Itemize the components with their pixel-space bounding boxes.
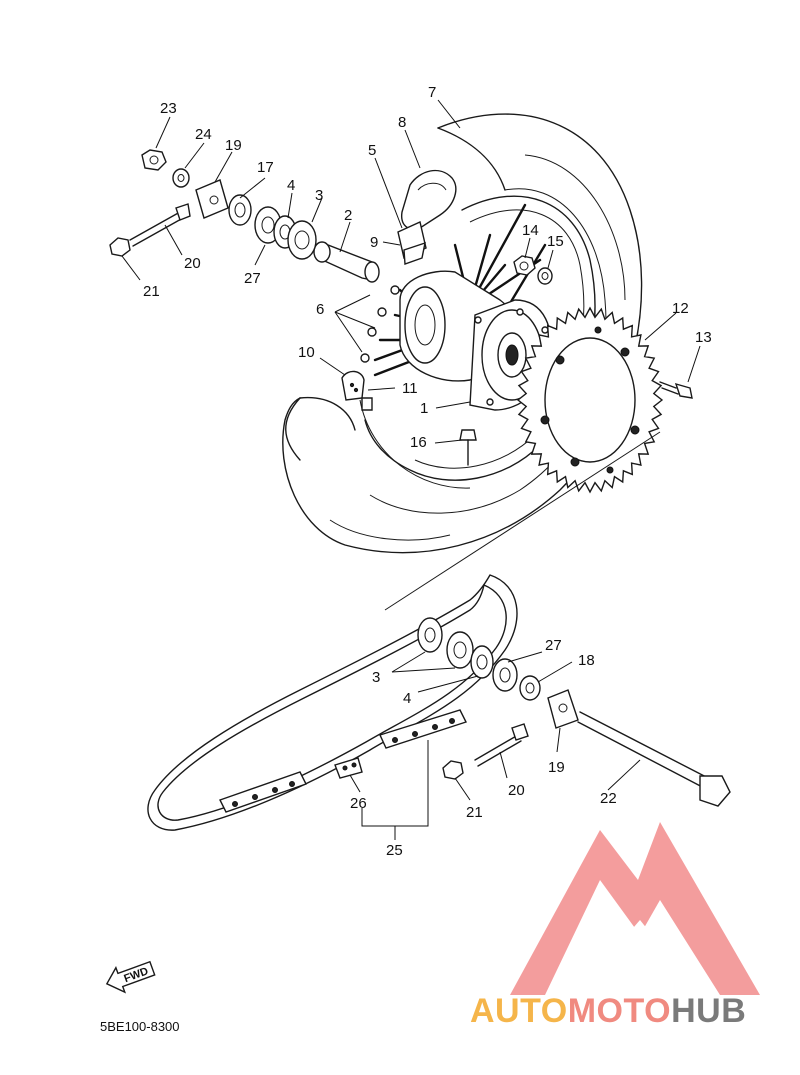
callout-16: 16	[410, 434, 427, 451]
callout-18: 18	[578, 652, 595, 669]
callout-23: 23	[160, 100, 177, 117]
callout-27-left: 27	[244, 270, 261, 287]
callout-6: 6	[316, 301, 324, 318]
svg-text:AUTOMOTOHUB: AUTOMOTOHUB	[470, 992, 746, 1030]
callout-labels: 7 8 5 23 24 19 17 4 3 2 9 14 15 20 27 21…	[143, 84, 712, 859]
fwd-arrow-icon: FWD	[105, 960, 156, 994]
callout-7: 7	[428, 84, 436, 101]
callout-2: 2	[344, 207, 352, 224]
drive-chain	[147, 574, 518, 831]
callout-4-right: 4	[403, 690, 411, 707]
leader-lines	[121, 99, 701, 840]
right-bearings	[417, 617, 541, 701]
callout-11: 11	[402, 380, 418, 397]
rear-sprocket	[516, 306, 664, 494]
callout-25: 25	[386, 842, 403, 859]
callout-8: 8	[398, 114, 406, 131]
speed-sensor-plate	[341, 370, 373, 411]
callout-3-right: 3	[372, 669, 380, 686]
axle-collar	[313, 241, 380, 283]
left-adjuster-set	[109, 149, 229, 257]
callout-15: 15	[547, 233, 564, 250]
callout-19-left: 19	[225, 137, 242, 154]
callout-20-left: 20	[184, 255, 201, 272]
tube-and-rim-band	[397, 169, 457, 265]
spoke-nipples	[360, 285, 400, 363]
left-bearings	[228, 194, 317, 260]
callout-20-right: 20	[508, 782, 525, 799]
callout-17: 17	[257, 159, 274, 176]
callout-3-left: 3	[315, 187, 323, 204]
callout-12: 12	[672, 300, 689, 317]
watermark-text: AUTOMOTOHUB	[470, 992, 746, 1030]
callout-22: 22	[600, 790, 617, 807]
callout-26: 26	[350, 795, 367, 812]
automotohub-logo-icon	[510, 822, 760, 995]
chain-links	[219, 709, 467, 813]
sprocket-fasteners	[459, 255, 693, 466]
callout-5: 5	[368, 142, 376, 159]
callout-4-left: 4	[287, 177, 295, 194]
watermark-auto: AUTO	[470, 992, 568, 1030]
callout-27-right: 27	[545, 637, 562, 654]
callout-9: 9	[370, 234, 378, 251]
callout-24: 24	[195, 126, 212, 143]
callout-14: 14	[522, 222, 539, 239]
callout-21-left: 21	[143, 283, 160, 300]
callout-13: 13	[695, 329, 712, 346]
watermark-moto: MOTO	[568, 992, 671, 1030]
callout-1: 1	[420, 400, 428, 417]
watermark-hub: HUB	[671, 992, 746, 1030]
callout-21-right: 21	[466, 804, 483, 821]
callout-19-right: 19	[548, 759, 565, 776]
right-adjuster-set	[442, 689, 731, 807]
callout-10: 10	[298, 344, 315, 361]
diagram-code: 5BE100-8300	[100, 1019, 180, 1034]
